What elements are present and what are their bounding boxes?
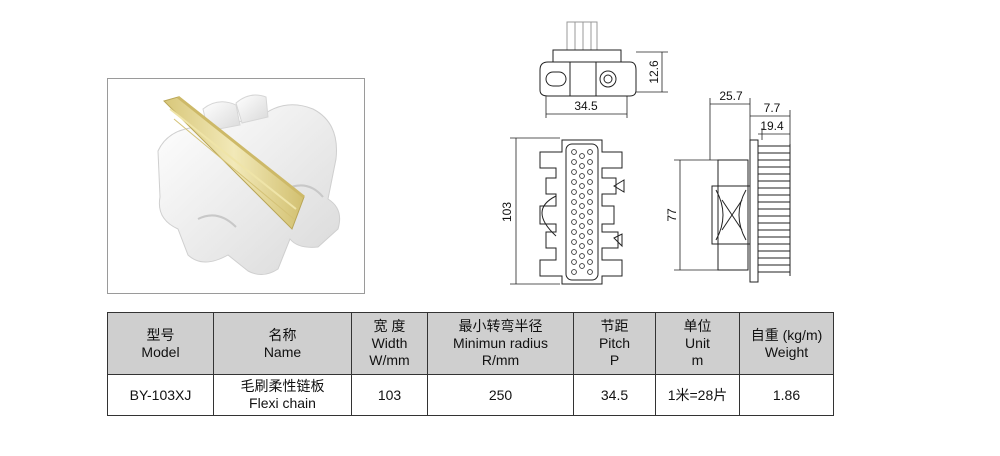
- header-radius: 最小转弯半径 Minimun radius R/mm: [427, 312, 574, 375]
- dim-height-side: 77: [665, 208, 679, 222]
- cell-model: BY-103XJ: [107, 374, 214, 416]
- table-row: BY-103XJ 毛刷柔性链板 Flexi chain 103 250 34.5…: [107, 374, 834, 416]
- header-width-cn: 宽 度: [373, 318, 406, 334]
- spec-table: 型号 Model 名称 Name 宽 度 Width W/mm 最小转弯半径 M…: [107, 312, 834, 416]
- dim-side-2: 7.7: [764, 101, 781, 115]
- header-width: 宽 度 Width W/mm: [351, 312, 428, 375]
- header-radius-en: Minimun radius: [453, 335, 548, 351]
- header-model: 型号 Model: [107, 312, 214, 375]
- cell-name-cn: 毛刷柔性链板: [240, 378, 325, 394]
- flexi-chain-photo-image: [157, 94, 341, 275]
- cell-unit: 1米=28片: [655, 374, 740, 416]
- header-unit: 单位 Unit m: [655, 312, 740, 375]
- header-pitch: 节距 Pitch P: [573, 312, 656, 375]
- header-name: 名称 Name: [213, 312, 352, 375]
- technical-drawing: 12.6 34.5 103: [500, 21, 791, 285]
- cell-weight: 1.86: [739, 374, 834, 416]
- header-weight: 自重 (kg/m) Weight: [739, 312, 834, 375]
- header-radius-cn: 最小转弯半径: [458, 318, 543, 334]
- header-width-unit: W/mm: [369, 352, 410, 368]
- header-weight-en: Weight: [764, 343, 809, 360]
- cell-name: 毛刷柔性链板 Flexi chain: [213, 374, 352, 416]
- header-pitch-en: Pitch: [598, 335, 631, 351]
- header-width-en: Width: [371, 335, 408, 351]
- cell-radius: 250: [427, 374, 574, 416]
- header-unit-cn: 单位: [683, 318, 712, 334]
- header-name-en: Name: [263, 343, 302, 360]
- dim-height-top: 12.6: [647, 60, 661, 84]
- cell-width: 103: [351, 374, 428, 416]
- cell-name-en: Flexi chain: [249, 395, 316, 411]
- header-model-en: Model: [141, 343, 180, 360]
- dim-side-3: 19.4: [760, 119, 784, 133]
- header-unit-en: Unit: [685, 335, 710, 351]
- header-pitch-cn: 节距: [600, 318, 629, 334]
- dim-side-1: 25.7: [719, 89, 743, 103]
- front-view-drawing: [539, 139, 625, 285]
- side-view-drawing: [711, 139, 791, 283]
- dim-height-front: 103: [500, 202, 514, 222]
- header-weight-cn: 自重 (kg/m): [750, 326, 823, 343]
- header-pitch-unit: P: [609, 352, 620, 368]
- table-header-row: 型号 Model 名称 Name 宽 度 Width W/mm 最小转弯半径 M…: [107, 312, 834, 375]
- front-view-holes: [571, 149, 593, 275]
- header-name-cn: 名称: [268, 326, 297, 343]
- header-unit-unit: m: [691, 352, 704, 368]
- header-radius-unit: R/mm: [481, 352, 520, 368]
- product-photo: [107, 78, 365, 294]
- top-view-drawing: [539, 21, 668, 118]
- cell-pitch: 34.5: [573, 374, 656, 416]
- dim-width-top: 34.5: [574, 99, 598, 113]
- header-model-cn: 型号: [146, 326, 175, 343]
